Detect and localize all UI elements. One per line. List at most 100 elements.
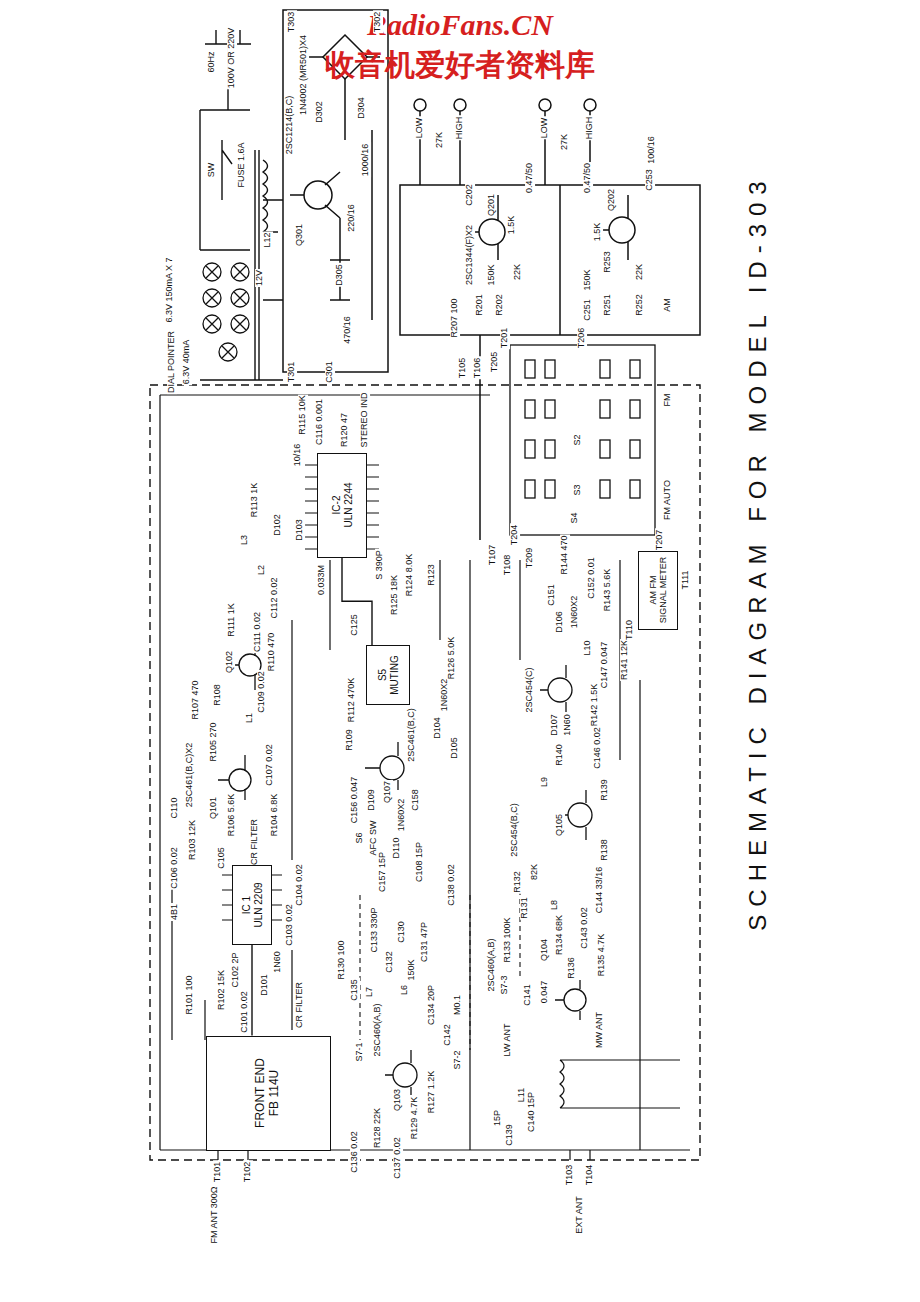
part-label: C141 (523, 983, 533, 1007)
part-label: Q202 (607, 188, 617, 212)
part-label: MW ANT (595, 1011, 605, 1049)
part-label: T107 (488, 544, 498, 567)
part-label: T103 (565, 1164, 575, 1187)
function-switch (600, 480, 610, 498)
function-switch (600, 440, 610, 458)
part-label: C112 0.02 (270, 577, 280, 620)
part-label: C133 330P (370, 906, 380, 953)
part-label: R202 (495, 293, 505, 317)
part-label: FM AUTO (663, 479, 673, 521)
part-label: C106 0.02 (170, 846, 180, 890)
part-label: L11 (517, 1087, 527, 1103)
power-transformer (200, 110, 250, 250)
part-label: 2SC1344(F)X2 (465, 224, 475, 286)
part-label: R130 100 (337, 939, 347, 980)
part-label: D107 (550, 713, 560, 737)
part-label: STEREO IND (360, 391, 370, 448)
part-label: R129 4.7K (410, 1096, 420, 1141)
part-label: 10/16 (293, 443, 303, 468)
transistor-symbol (540, 665, 566, 712)
dial-lamp (231, 289, 249, 307)
part-label: R105 270 (209, 721, 219, 762)
power-transformer (263, 200, 283, 300)
part-label: T205 (490, 351, 500, 374)
part-label: R136 (567, 956, 577, 980)
part-label: T302 (373, 11, 383, 34)
part-label: HIGH (455, 116, 465, 141)
part-label: L7 (365, 986, 375, 998)
dial-lamp (234, 266, 246, 278)
part-label: D305 (335, 263, 345, 287)
part-label: T301 (287, 361, 297, 384)
transistor-symbol (568, 803, 592, 827)
part-label: 0.47/50 (583, 162, 593, 194)
part-label: R252 (635, 293, 645, 317)
part-label: Q107 (383, 780, 393, 804)
part-label: 150K (407, 958, 417, 981)
part-label: FUSE 1.6A (237, 141, 247, 188)
part-label: D109 (367, 788, 377, 812)
part-label: R201 (475, 293, 485, 317)
part-label: L6 (400, 984, 410, 996)
function-switch (510, 345, 655, 535)
part-label: R102 15K (217, 969, 227, 1011)
part-label: 27K (560, 133, 570, 151)
transistor-symbol (218, 640, 592, 1095)
part-label: C107 0.02 (265, 743, 275, 787)
circuit-wire (218, 1150, 590, 1160)
part-label: S 390P (375, 549, 385, 581)
part-label: C151 (547, 583, 557, 607)
part-label: R112 470K (347, 677, 357, 723)
dial-lamp (231, 263, 249, 281)
part-label: D102 (273, 513, 283, 537)
audio-board (480, 185, 582, 540)
dial-lamp (234, 292, 246, 304)
part-label: C301 (325, 360, 335, 384)
part-label: S4 (570, 511, 580, 524)
part-label: 1.5K (593, 222, 603, 243)
part-label: T204 (510, 524, 520, 547)
part-label: HIGH (585, 116, 595, 141)
chassis-border (150, 385, 700, 1160)
part-label: AM (663, 297, 673, 313)
part-label: 2SC460(A,B) (373, 1002, 383, 1057)
part-label: Q102 (225, 650, 235, 674)
part-label: C152 0.01 (587, 556, 597, 600)
part-label: C103 0.02 (285, 903, 295, 947)
part-label: C138 0.02 (447, 863, 457, 907)
part-label: 0.47/50 (525, 162, 535, 194)
function-switch (510, 345, 655, 535)
part-label: R134 68K (555, 914, 565, 956)
part-label: T106 (473, 357, 483, 380)
node-text-group: IC 1ULN 2209 (241, 882, 264, 927)
part-label: SW (207, 162, 217, 179)
dial-lamp (203, 289, 221, 307)
part-label: R120 47 (340, 412, 350, 448)
part-label: 470/16 (343, 315, 353, 345)
audio-board (400, 99, 700, 540)
part-label: 2SC1214(B,C) (285, 95, 295, 156)
part-label: R126 5.0K (447, 636, 457, 681)
power-supply-board (290, 130, 372, 320)
part-label: R107 470 (191, 679, 201, 720)
part-label: R125 18K (390, 574, 400, 616)
part-label: L1 (245, 712, 255, 724)
part-label: C157 15P (378, 851, 388, 893)
transistor-symbol (555, 980, 580, 1020)
function-switch (525, 480, 535, 498)
part-label: T111 (681, 569, 691, 590)
transistor-symbol (564, 989, 586, 1011)
watermark: RadioFans.CN (366, 8, 554, 41)
part-label: 82K (530, 863, 540, 881)
part-label: R127 1.2K (427, 1070, 437, 1115)
part-label: C125 (350, 613, 360, 637)
function-switch (545, 440, 555, 458)
part-label: C132 (385, 950, 395, 974)
part-label: S6 (355, 831, 365, 844)
part-label: S7-2 (453, 1049, 463, 1070)
audio-board (454, 99, 466, 111)
node-title: S5 (377, 655, 389, 694)
circuit-wire (560, 1060, 680, 1108)
diagram-title: SCHEMATIC DIAGRAM FOR MODEL ID-303 (745, 172, 771, 931)
